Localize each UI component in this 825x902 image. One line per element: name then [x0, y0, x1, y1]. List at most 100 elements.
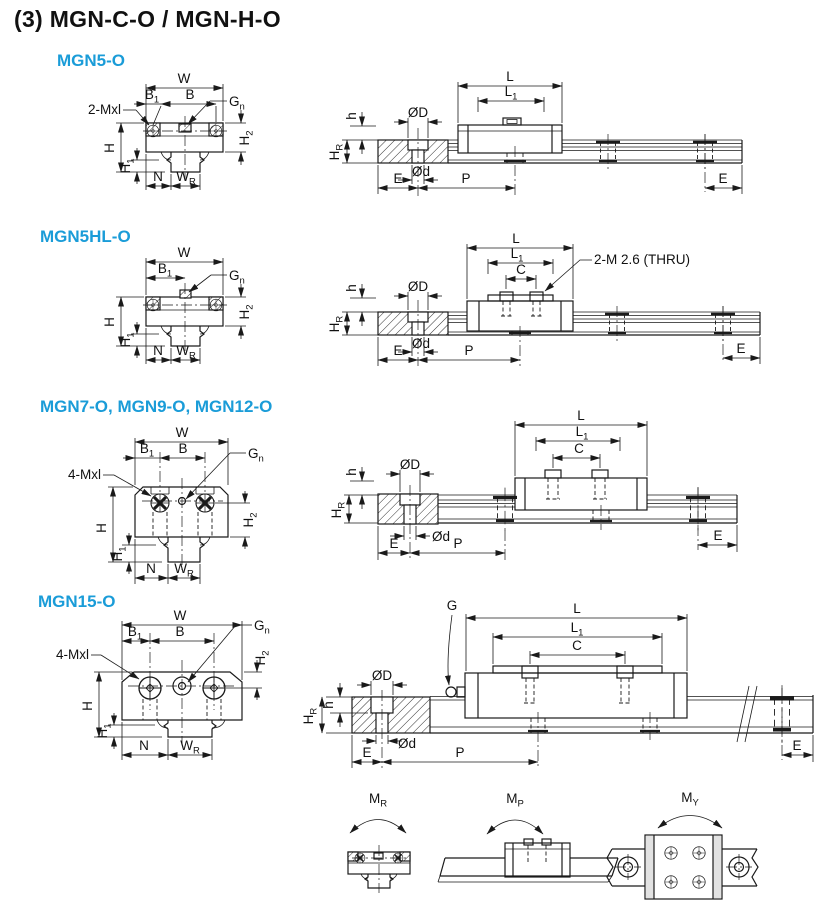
dim-label-gn: Gn [229, 94, 245, 113]
dim-label-screws: 4-Mxl [56, 647, 89, 662]
dim-label-wr: WR [180, 738, 200, 757]
dim-label-w: W [174, 608, 187, 623]
dim-label-h2: H2 [237, 130, 256, 145]
screw-icon [664, 846, 678, 860]
dim-label-h-small: h [321, 701, 336, 709]
dim-label-h: H [102, 317, 117, 327]
mgn5hl-front-view: W B1 Gn H H1 H2 N WR [102, 245, 256, 364]
dim-label-od: ØD [400, 457, 421, 472]
countersunk-screw-icon [149, 492, 171, 514]
dim-label-od-small: Ød [432, 529, 450, 544]
dim-label-l: L [577, 408, 585, 423]
dim-label-h: H [94, 523, 109, 533]
dim-label-gn: Gn [229, 268, 245, 287]
dim-label-h1: H1 [118, 158, 137, 173]
moment-label-mr: MR [369, 791, 387, 810]
dim-label-od: ØD [408, 105, 429, 120]
yaw-arrow-icon [657, 815, 723, 829]
mgn5-front-view: W B1 B Gn 2-Mxl H H1 H2 N WR [88, 71, 256, 190]
dim-label-n: N [139, 738, 149, 753]
mgn5hl-side-view: L L1 C 2-M 2.6 (THRU) ØD Ød h HR E P E [327, 231, 761, 366]
mgn5-side-view: ØD Ød h HR L L1 E P E [327, 69, 743, 196]
dim-label-e-right: E [718, 171, 727, 186]
mgn7-front-view: W B1 B Gn 4-Mxl H H1 H2 N WR [68, 425, 264, 584]
pitch-arrow-icon [486, 819, 544, 835]
dim-label-l1: L1 [576, 424, 589, 443]
screw-icon [664, 875, 678, 889]
dim-label-b: B [178, 441, 187, 456]
dim-label-e-right: E [713, 528, 722, 543]
dim-label-w: W [178, 71, 191, 86]
dim-label-w: W [178, 245, 191, 260]
dim-label-p: P [464, 343, 473, 358]
dim-label-p: P [453, 536, 462, 551]
dim-label-gn: Gn [248, 446, 264, 465]
moment-label-my: MY [681, 790, 699, 809]
section-heading-mgn5hl: MGN5HL-O [40, 227, 131, 246]
page-title: (3) MGN-C-O / MGN-H-O [14, 6, 281, 32]
dim-label-e-right: E [736, 341, 745, 356]
dim-label-hr: HR [329, 502, 348, 519]
dim-label-w: W [176, 425, 189, 440]
dim-label-l1: L1 [571, 620, 584, 639]
dim-label-gn: Gn [254, 618, 270, 637]
dim-label-l: L [512, 231, 520, 246]
dim-label-h1: H1 [110, 546, 129, 561]
dim-label-p: P [455, 745, 464, 760]
roll-arrow-icon [349, 819, 407, 834]
dim-label-wr: WR [176, 343, 196, 362]
dim-label-hr: HR [327, 144, 346, 161]
moment-mr-diagram: MR [347, 791, 411, 893]
dim-label-p: P [461, 171, 470, 186]
dim-label-e-right: E [792, 738, 801, 753]
dim-label-wr: WR [176, 169, 196, 188]
dim-label-n: N [146, 561, 156, 576]
dim-label-l: L [573, 601, 581, 616]
dim-label-h-small: h [344, 284, 359, 292]
dim-label-h1: H1 [118, 332, 137, 347]
dim-label-h1: H1 [95, 723, 114, 738]
dim-label-e-left: E [393, 343, 402, 358]
dim-label-od: ØD [372, 668, 393, 683]
dim-label-b: B [185, 87, 194, 102]
dim-label-l: L [506, 69, 514, 84]
dim-label-screws: 4-Mxl [68, 467, 101, 482]
dim-label-h: H [80, 701, 95, 711]
dim-label-od-small: Ød [412, 164, 430, 179]
mgn15-side-view: G L L1 C ØD h HR Ød E P E [301, 598, 814, 768]
screw-icon [692, 875, 706, 889]
dim-label-od: ØD [408, 279, 429, 294]
dim-label-g: G [447, 598, 458, 613]
dim-label-od-small: Ød [398, 736, 416, 751]
dim-label-screws: 2-Mxl [88, 102, 121, 117]
dim-label-e-left: E [389, 536, 398, 551]
moment-label-mp: MP [506, 791, 524, 810]
dim-label-n: N [153, 343, 163, 358]
dim-label-b1: B1 [145, 87, 159, 106]
countersunk-screw-icon [194, 492, 216, 514]
dim-label-n: N [153, 169, 163, 184]
dim-label-h-small: h [344, 468, 359, 476]
dim-label-h-small: h [344, 112, 359, 120]
dim-label-h: H [102, 143, 117, 153]
mgn15-front-view: W B1 B Gn 4-Mxl H2 H H1 N WR [56, 608, 272, 760]
moment-my-diagram: MY [606, 790, 759, 900]
dim-label-h2: H2 [253, 650, 272, 665]
dim-label-hr: HR [301, 708, 320, 725]
moment-mp-diagram: MP [437, 791, 619, 883]
dim-label-b1: B1 [158, 261, 172, 280]
dim-label-e-left: E [393, 171, 402, 186]
dim-label-wr: WR [174, 561, 194, 580]
thread-note: 2-M 2.6 (THRU) [594, 252, 690, 267]
dim-label-h2: H2 [241, 512, 260, 527]
dim-label-h2: H2 [237, 304, 256, 319]
dim-label-hr: HR [327, 316, 346, 333]
dim-label-b1: B1 [140, 441, 154, 460]
dim-label-od-small: Ød [412, 336, 430, 351]
dim-label-c: C [574, 441, 584, 456]
mgn7-side-view: L L1 C ØD Ød h HR E P E [329, 408, 738, 560]
dim-label-b: B [175, 624, 184, 639]
section-heading-mgn15: MGN15-O [38, 592, 116, 611]
